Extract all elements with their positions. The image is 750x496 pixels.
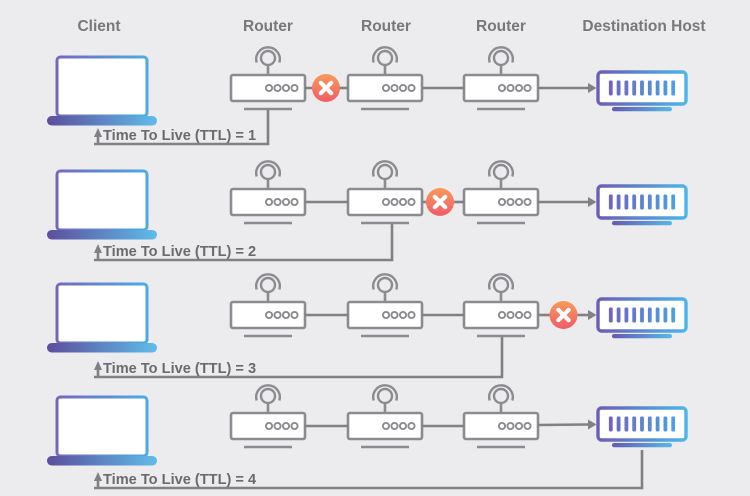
wifi-router-icon (229, 273, 307, 338)
server-host-icon (596, 184, 688, 227)
wifi-router-icon (462, 384, 540, 449)
wifi-router-icon (229, 384, 307, 449)
link-line (537, 423, 589, 427)
server-host-icon (596, 406, 688, 449)
ttl-label: Time To Live (TTL) = 1 (103, 128, 256, 144)
server-host-icon (596, 297, 688, 340)
right-arrow-icon (588, 197, 597, 207)
ttl-row-2: Time To Live (TTL) = 2 (45, 160, 688, 262)
laptop-icon (45, 395, 159, 467)
error-x-icon (550, 301, 578, 329)
wifi-router-icon (462, 160, 540, 225)
ttl-label: Time To Live (TTL) = 2 (103, 244, 256, 260)
up-arrow-icon (94, 361, 102, 370)
column-headers: Client Router Router Router Destination … (77, 18, 705, 35)
wifi-router-icon (229, 160, 307, 225)
server-host-icon (596, 70, 688, 113)
reply-path (94, 110, 270, 146)
header-router-2: Router (361, 18, 411, 35)
error-x-icon (312, 74, 340, 102)
right-arrow-icon (588, 419, 597, 430)
reply-path (94, 337, 504, 379)
right-arrow-icon (588, 83, 597, 93)
laptop-icon (45, 55, 159, 127)
ttl-row-1: Time To Live (TTL) = 1 (45, 46, 688, 146)
laptop-icon (45, 282, 159, 354)
ttl-row-3: Time To Live (TTL) = 3 (45, 273, 688, 379)
ttl-label: Time To Live (TTL) = 4 (103, 472, 257, 488)
header-destination-host: Destination Host (582, 18, 705, 35)
header-router-3: Router (476, 18, 526, 35)
wifi-router-icon (229, 46, 307, 111)
error-x-icon (426, 188, 454, 216)
ttl-label: Time To Live (TTL) = 3 (103, 361, 256, 377)
up-arrow-icon (94, 128, 102, 137)
laptop-icon (45, 169, 159, 241)
up-arrow-icon (94, 472, 102, 481)
wifi-router-icon (346, 46, 424, 111)
up-arrow-icon (94, 244, 102, 253)
wifi-router-icon (346, 160, 424, 225)
wifi-router-icon (346, 384, 424, 449)
right-arrow-icon (588, 310, 597, 320)
wifi-router-icon (462, 273, 540, 338)
reply-path (94, 450, 644, 490)
wifi-router-icon (346, 273, 424, 338)
wifi-router-icon (462, 46, 540, 111)
header-router-1: Router (243, 18, 293, 35)
ttl-row-4: Time To Live (TTL) = 4 (45, 384, 688, 490)
header-client: Client (77, 18, 120, 35)
reply-path (94, 224, 394, 262)
